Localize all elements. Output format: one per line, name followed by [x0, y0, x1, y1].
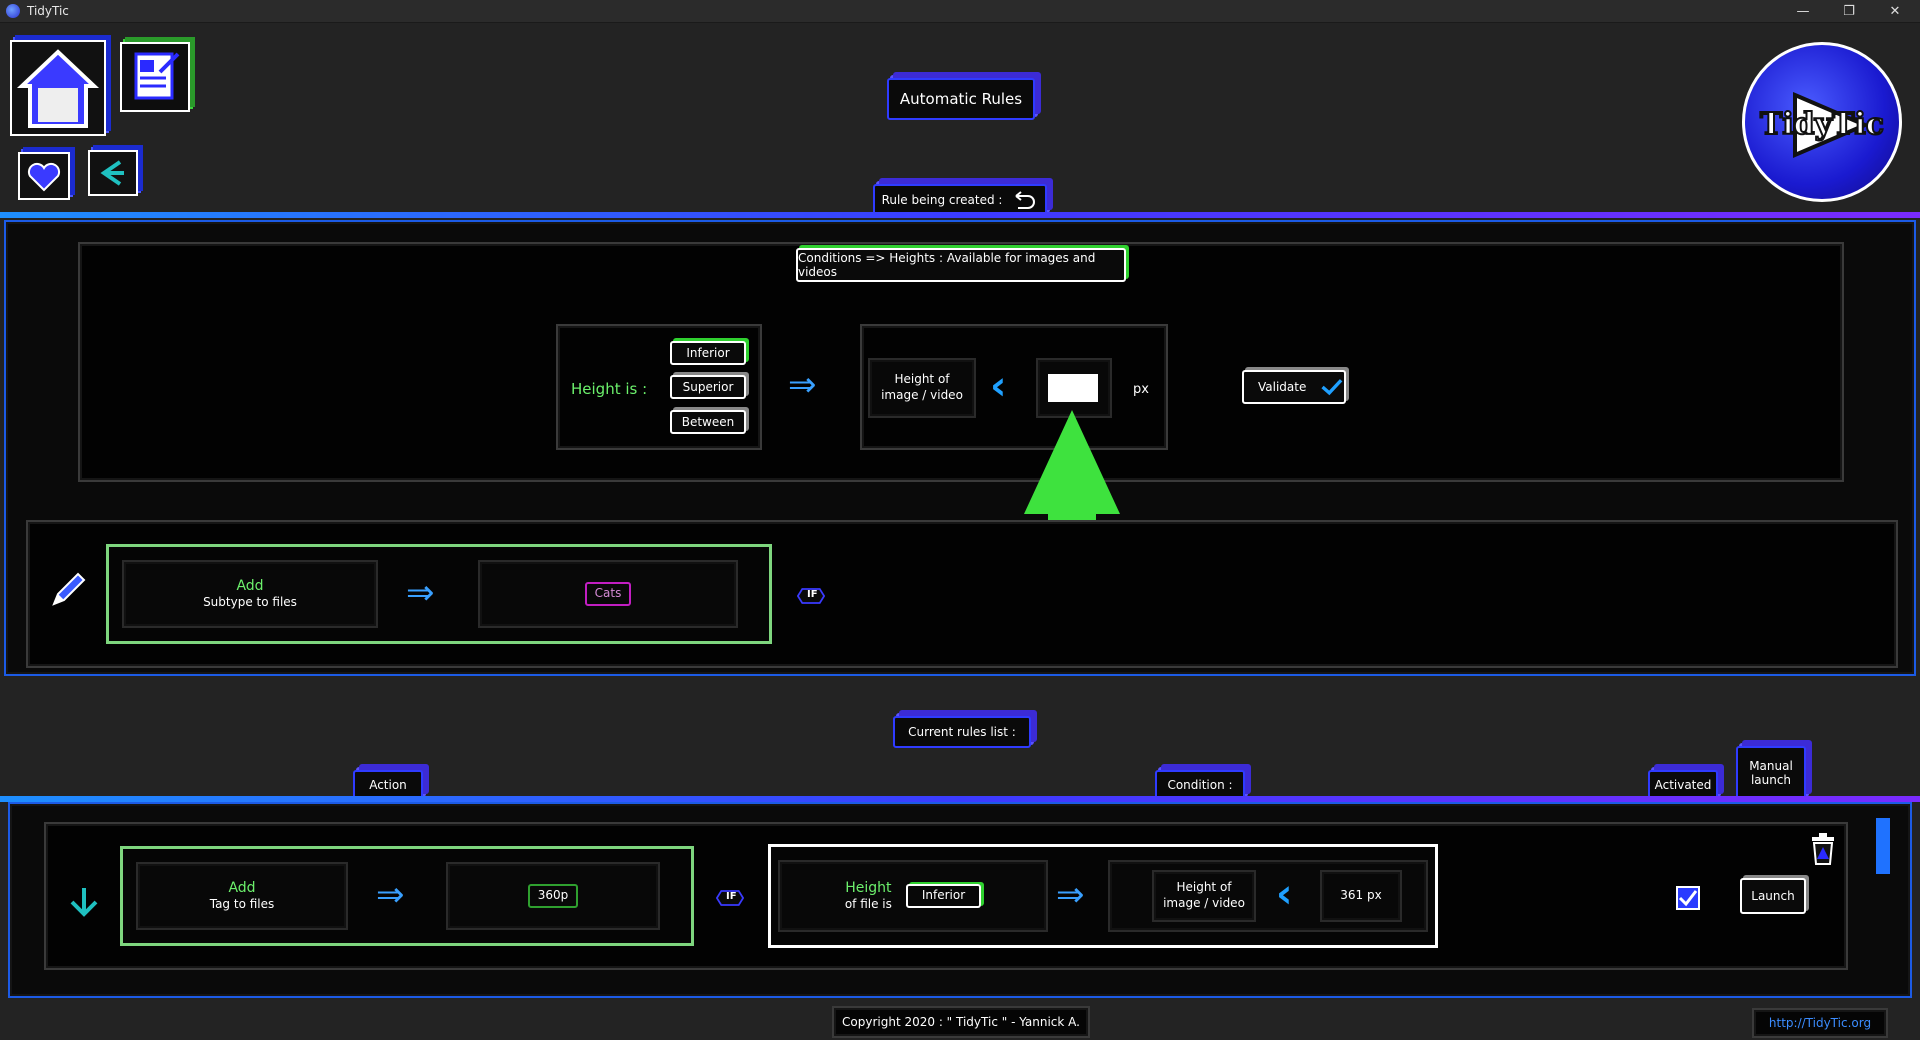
rule-being-created-label: Rule being created : [873, 184, 1047, 216]
arrow-right-icon: ⇒ [376, 875, 405, 915]
app-icon [6, 4, 20, 18]
rule-action-value: 360p [446, 862, 660, 930]
if-badge: IF [797, 586, 825, 606]
launch-button[interactable]: Launch [1740, 878, 1806, 914]
trash-icon[interactable] [1808, 832, 1838, 866]
home-button[interactable] [10, 40, 106, 136]
edit-rules-button[interactable] [120, 42, 190, 112]
option-between[interactable]: Between [670, 410, 746, 434]
less-than-icon: ‹ [1276, 871, 1293, 917]
if-hexagon-icon [716, 890, 744, 906]
height-target-label: Height of image / video [868, 358, 976, 418]
activated-checkbox[interactable] [1676, 886, 1700, 910]
minimize-button[interactable]: — [1796, 4, 1810, 19]
section-divider-rules [0, 796, 1920, 802]
arrow-right-icon: ⇒ [406, 573, 435, 613]
play-arrow-icon [1793, 91, 1871, 159]
undo-icon [1015, 191, 1036, 209]
current-rules-label: Current rules list : [893, 716, 1031, 748]
validate-button[interactable]: Validate [1242, 370, 1346, 404]
if-hexagon-icon [797, 588, 825, 604]
less-than-icon: ‹ [990, 363, 1007, 409]
copyright-text: Copyright 2020 : " TidyTic " - Yannick A… [832, 1006, 1090, 1038]
tag-360p[interactable]: 360p [527, 884, 579, 908]
action-type-box[interactable]: Add Subtype to files [122, 560, 378, 628]
condition-inferior[interactable]: Inferior [905, 884, 982, 908]
heart-icon [27, 162, 61, 192]
rule-target-label: Height of image / video [1152, 870, 1256, 922]
checkmark-icon [1321, 379, 1343, 396]
rule-condition-op: Height of file is Inferior [778, 860, 1048, 932]
page-title: Automatic Rules [887, 78, 1035, 120]
column-activated: Activated [1648, 770, 1718, 800]
rule-condition-value: 361 px [1320, 870, 1402, 922]
favorites-button[interactable] [18, 152, 70, 200]
arrow-left-icon [100, 160, 124, 186]
website-link[interactable]: http://TidyTic.org [1752, 1008, 1888, 1038]
tidytic-logo: TidyTic [1742, 42, 1902, 202]
arrow-right-icon: ⇒ [788, 365, 817, 405]
column-action: Action [353, 770, 423, 800]
logo-text: TidyTic [1759, 106, 1885, 143]
window-titlebar: TidyTic — ❐ ✕ [0, 0, 1920, 23]
subtype-tag[interactable]: Cats [584, 582, 632, 606]
action-value-box: Cats [478, 560, 738, 628]
unit-label: px [1133, 382, 1149, 397]
restore-button[interactable]: ❐ [1843, 4, 1855, 19]
document-edit-icon [134, 52, 180, 100]
height-is-label: Height is : [571, 380, 648, 398]
close-button[interactable]: ✕ [1889, 4, 1901, 19]
column-manual-launch: Manual launch [1736, 746, 1806, 800]
section-divider-top [0, 212, 1920, 218]
if-badge: IF [716, 888, 744, 908]
option-superior[interactable]: Superior [670, 375, 746, 399]
home-icon [16, 49, 100, 128]
arrow-right-icon: ⇒ [1056, 875, 1085, 915]
option-inferior[interactable]: Inferior [670, 341, 746, 365]
conditions-title: Conditions => Heights : Available for im… [796, 248, 1126, 282]
window-title: TidyTic [27, 4, 69, 18]
checkmark-icon [1678, 890, 1698, 907]
pencil-icon[interactable] [48, 570, 88, 610]
back-button[interactable] [88, 150, 138, 196]
height-input[interactable] [1048, 374, 1098, 402]
rule-action-type[interactable]: Add Tag to files [136, 862, 348, 930]
arrow-down-icon[interactable] [64, 884, 104, 920]
scrollbar-thumb[interactable] [1876, 818, 1890, 874]
